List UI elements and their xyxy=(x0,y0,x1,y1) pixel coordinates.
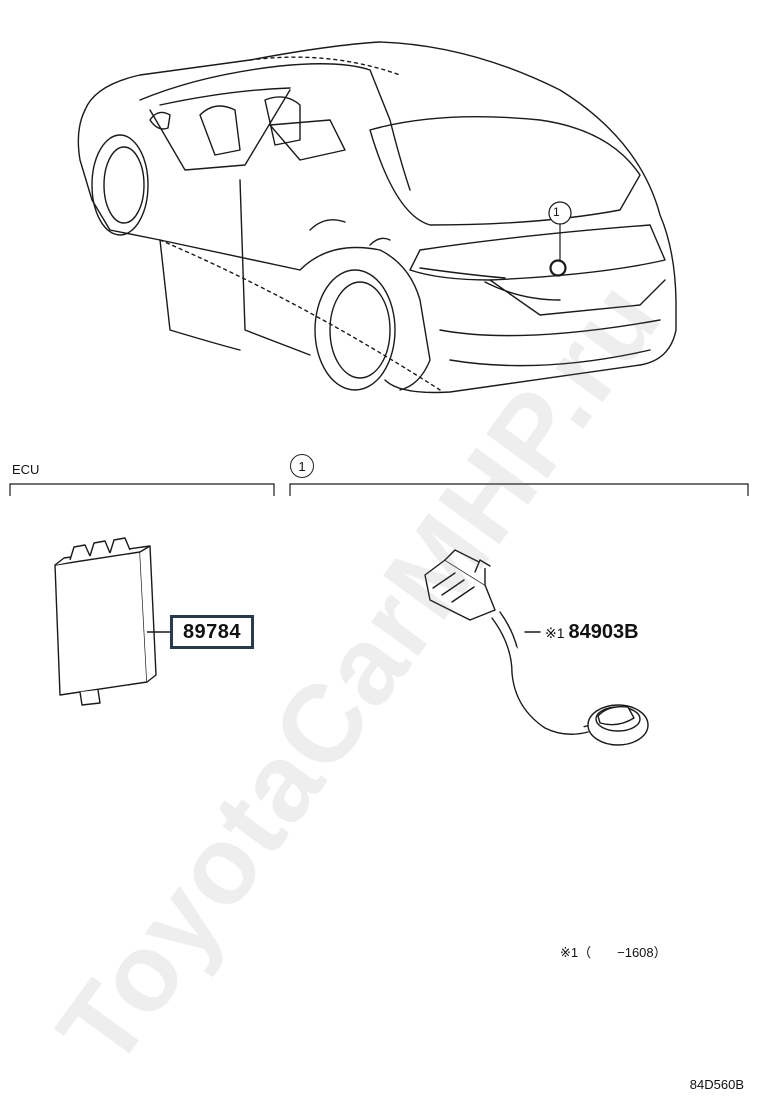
footnote-suffix: −1608） xyxy=(617,945,667,960)
ecu-section-label: ECU xyxy=(12,462,40,477)
sensor-harness-illustration xyxy=(424,549,649,746)
footnote-mark: ※1（ xyxy=(560,945,592,960)
sensor-location-marker xyxy=(549,259,567,277)
sensor-part-number: 84903B xyxy=(568,621,639,643)
ecu-module-illustration xyxy=(54,537,170,706)
car-callout-circle xyxy=(548,201,572,225)
section-brackets xyxy=(9,483,749,496)
car-callout xyxy=(548,201,572,277)
ecu-part-number: 89784 xyxy=(182,621,242,643)
car-illustration xyxy=(77,41,677,394)
ecu-bracket xyxy=(9,483,275,496)
callout-section-number: 1 xyxy=(290,454,314,478)
ecu-part-number-box[interactable]: 89784 xyxy=(170,615,254,649)
sensor-note-mark: ※1 xyxy=(545,625,565,641)
footnote: ※1（ −1608） xyxy=(560,946,667,959)
callout-bracket xyxy=(289,483,749,496)
car-callout-number: 1 xyxy=(553,205,560,219)
diagram-code: 84D560B xyxy=(689,1077,744,1092)
